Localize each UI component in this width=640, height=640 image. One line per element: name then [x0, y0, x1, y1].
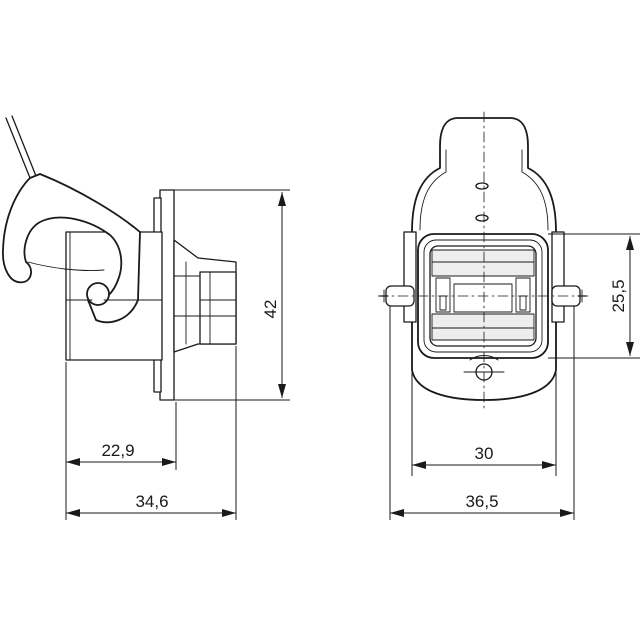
right-latch-bracket [551, 231, 565, 323]
lever-pin [86, 282, 110, 306]
dim-label-25-5: 25,5 [609, 279, 628, 312]
dim-label-22-9: 22,9 [101, 441, 134, 460]
left-latch-bracket [403, 231, 417, 323]
dim-label-36-5: 36,5 [465, 492, 498, 511]
side-view: 42 22,9 34,6 [2, 115, 290, 520]
front-view: 25,5 30 36,5 [377, 111, 640, 520]
dim-label-30: 30 [475, 444, 494, 463]
dim-label-34-6: 34,6 [135, 492, 168, 511]
locking-lever [2, 173, 141, 324]
dim-label-42: 42 [261, 300, 280, 319]
